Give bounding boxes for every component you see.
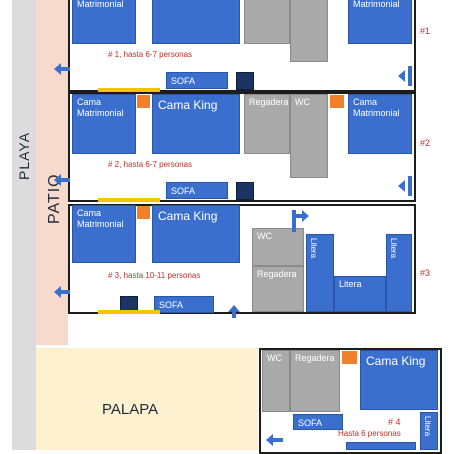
unit-4-bunk: Litera [420, 412, 438, 450]
unit-4-sofa: SOFA [293, 414, 343, 430]
unit-2-capacity: # 2, hasta 6-7 personas [108, 160, 193, 169]
unit-2-bed-king: Cama King [152, 94, 240, 154]
unit-4-exit-icon [266, 434, 273, 446]
unit-2-nightstand-right [330, 95, 344, 108]
unit-3-bunk-a: Litera [306, 234, 334, 312]
playa-strip [12, 0, 36, 450]
unit-3-exit-top-stem [292, 214, 302, 218]
unit-1-sofa: SOFA [166, 72, 228, 89]
unit-3-wc: WC [252, 228, 304, 266]
unit-4-wc: WC [262, 350, 290, 412]
unit-4-nightstand [342, 351, 357, 364]
unit-4-capacity: Hasta 6 personas [338, 429, 401, 438]
unit-2-bathroom: Regadera [244, 94, 290, 154]
unit-1-door [98, 88, 160, 92]
unit-3-exit-top-icon [302, 210, 309, 222]
unit-2-number: #2 [420, 138, 431, 148]
unit-4-bathroom: Regadera [290, 350, 340, 412]
unit-3-bathroom: Regadera [252, 266, 304, 312]
unit-2-table [236, 182, 254, 200]
playa-label: PLAYA [16, 131, 32, 180]
unit-4-number: # 4 [388, 417, 401, 427]
unit-2-bed-matrimonial: Cama Matrimonial [72, 94, 136, 154]
unit-2-sofa: SOFA [166, 182, 228, 199]
unit-3-bunk-b: Litera [386, 234, 412, 312]
unit-3-door [98, 310, 160, 314]
unit-3-exit-left-stem [61, 290, 70, 294]
unit-4-bed-king: Cama King [360, 350, 438, 410]
unit-3-nightstand [137, 206, 150, 219]
unit-2-exit-left-stem [61, 178, 70, 182]
unit-3-exit-bottom-icon [228, 305, 240, 312]
unit-1-table [236, 72, 254, 90]
unit-1-exit-right-icon [398, 70, 405, 82]
unit-1-exit-left-stem [61, 67, 70, 71]
unit-1-bed-right: Matrimonial [348, 0, 412, 44]
unit-2-nightstand [137, 95, 150, 108]
unit-1-bed-king [152, 0, 240, 44]
unit-1-exit-left-icon [54, 63, 61, 75]
unit-1-wc [290, 0, 328, 62]
unit-3-exit-top-post [292, 210, 296, 232]
palapa-area [36, 348, 258, 450]
unit-3-bunk-c: Litera [334, 276, 386, 312]
unit-3-exit-bottom-stem [232, 312, 236, 318]
unit-2-door [98, 198, 160, 202]
unit-1-bathroom [244, 0, 290, 44]
unit-1-number: #1 [420, 26, 431, 36]
unit-3-sofa: SOFA [154, 296, 214, 313]
unit-2-bed-right: Cama Matrimonial [348, 94, 412, 154]
unit-2-exit-right-stem [408, 176, 412, 196]
unit-2-wc: WC [290, 94, 328, 178]
unit-1-capacity: # 1, hasta 6-7 personas [108, 50, 193, 59]
unit-3-number: #3 [420, 268, 431, 278]
palapa-label: PALAPA [102, 401, 159, 418]
unit-3-bed-king: Cama King [152, 205, 240, 263]
unit-1-bed-matrimonial: Matrimonial [72, 0, 136, 44]
unit-3-bed-matrimonial: Cama Matrimonial [72, 205, 136, 263]
unit-3-exit-left-icon [54, 286, 61, 298]
unit-3-capacity: # 3, hasta 10-11 personas [108, 271, 201, 280]
unit-2-exit-left-icon [54, 174, 61, 186]
unit-1-exit-right-stem [408, 66, 412, 86]
patio-strip [36, 0, 68, 345]
unit-2-exit-right-icon [398, 180, 405, 192]
unit-4-exit-stem [273, 438, 283, 442]
unit-4-bed-lower [346, 442, 416, 450]
